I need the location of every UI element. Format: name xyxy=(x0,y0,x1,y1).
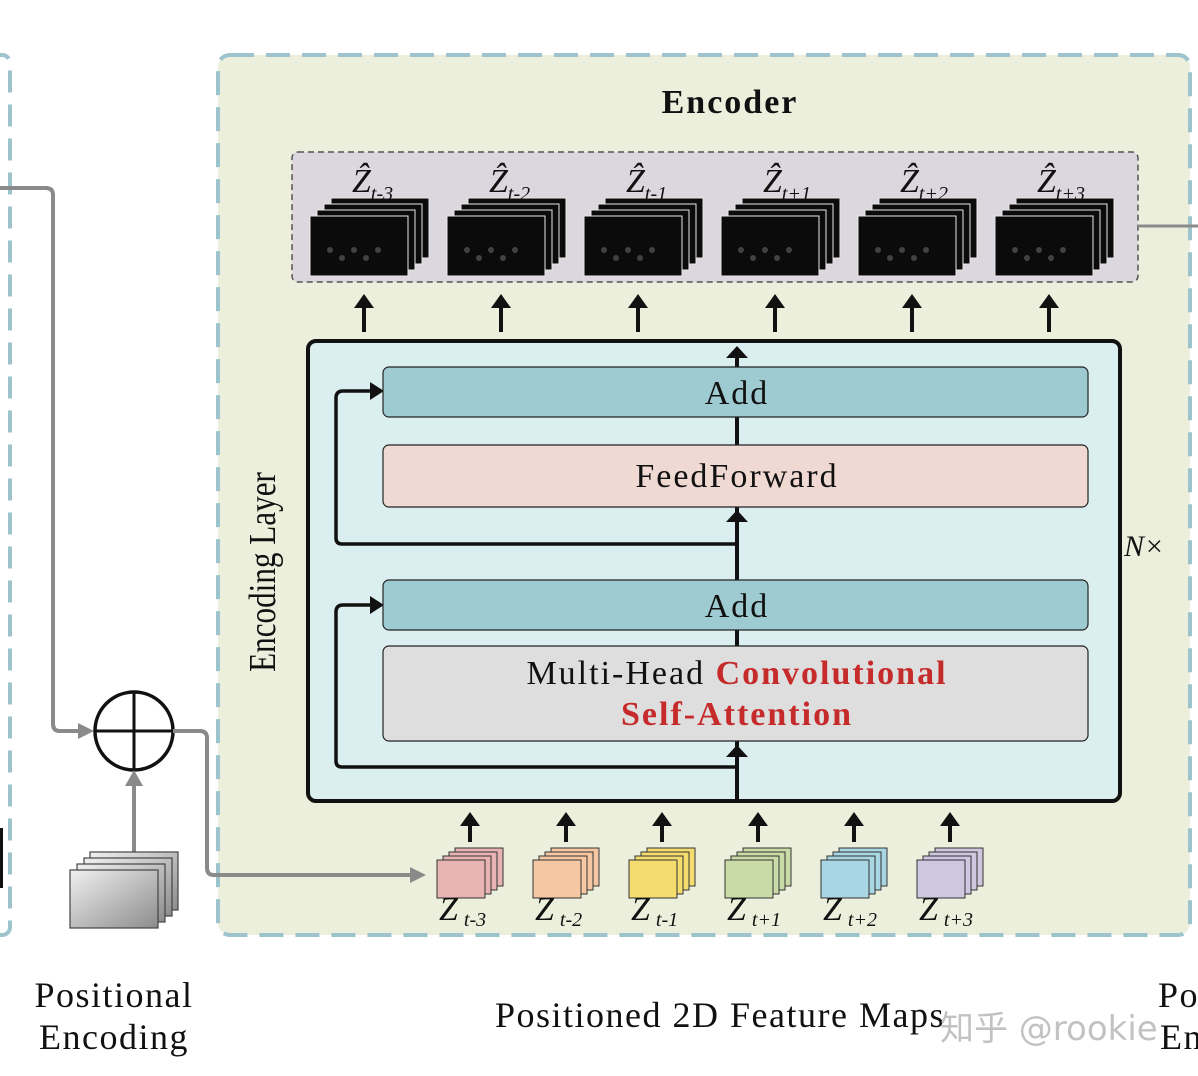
output-arrow-6 xyxy=(1039,294,1059,332)
flow-arrowhead-ff xyxy=(726,510,748,522)
output-label-2: Ẑt-2 xyxy=(489,163,530,205)
connector-arrowhead-left xyxy=(78,723,94,739)
positional-encoding-label-line2: Encoding xyxy=(39,1017,189,1057)
left-panel-fragment xyxy=(0,828,3,888)
output-map-3: Ẑt-1 xyxy=(583,163,704,277)
output-map-5: Ẑt+2 xyxy=(857,163,978,277)
flow-arrowhead-top xyxy=(726,346,748,358)
left-input-connector xyxy=(0,186,80,733)
output-label-5: Ẑt+2 xyxy=(900,163,948,205)
output-arrow-5 xyxy=(902,294,922,332)
feedforward-block-label: FeedForward xyxy=(635,458,838,495)
add-block-bottom-label: Add xyxy=(705,588,770,625)
attention-block-line2: Self-Attention xyxy=(621,696,853,733)
encoding-layer-label: Encoding Layer xyxy=(241,472,284,672)
output-arrow-2 xyxy=(491,294,511,332)
add-block-bottom xyxy=(382,579,1089,631)
output-arrow-3 xyxy=(628,294,648,332)
output-label-3: Ẑt-1 xyxy=(626,163,667,205)
output-arrow-1 xyxy=(354,294,374,332)
attention-label-plain: Multi-Head xyxy=(526,655,715,692)
residual-connection-bottom xyxy=(334,603,737,769)
right-cut-label-line1: Po xyxy=(1158,975,1198,1015)
output-arrow-4 xyxy=(765,294,785,332)
add-block-top xyxy=(382,366,1089,418)
right-cut-label-line2: En xyxy=(1160,1017,1198,1057)
add-block-top-label: Add xyxy=(705,375,770,412)
attention-block xyxy=(382,645,1089,742)
output-feature-maps: Ẑt-3 Ẑt-2 Ẑt-1 Ẑt+1 Ẑt+2 Ẑt+3 xyxy=(309,163,1115,277)
connector-arrowhead-right xyxy=(410,867,426,883)
output-arrows xyxy=(354,294,1059,332)
positional-encoding-stack-icon xyxy=(69,851,179,929)
repeat-label: N× xyxy=(1123,530,1164,563)
output-map-6: Ẑt+3 xyxy=(994,163,1115,277)
output-label-1: Ẑt-3 xyxy=(352,163,393,205)
output-map-2: Ẑt-2 xyxy=(446,163,567,277)
encoder-title: Encoder xyxy=(662,84,799,121)
output-label-4: Ẑt+1 xyxy=(763,163,811,205)
connector-arrowhead-up xyxy=(125,770,143,786)
flow-arrowhead-attn xyxy=(726,745,748,757)
attention-block-line1: Multi-Head Convolutional xyxy=(526,655,947,692)
attention-label-red: Convolutional xyxy=(716,655,948,692)
watermark: 知乎 @rookie xyxy=(940,1009,1158,1049)
left-panel-border xyxy=(0,53,12,937)
sum-to-inputs-connector xyxy=(173,729,412,877)
feature-maps-label: Positioned 2D Feature Maps xyxy=(495,995,945,1035)
residual-arrowhead-top xyxy=(370,382,384,400)
positional-encoding-label-line1: Positional xyxy=(34,975,193,1015)
residual-arrowhead-bottom xyxy=(370,596,384,614)
output-map-1: Ẑt-3 xyxy=(309,163,430,277)
output-map-4: Ẑt+1 xyxy=(720,163,841,277)
feedforward-block xyxy=(382,444,1089,508)
output-label-6: Ẑt+3 xyxy=(1037,163,1085,205)
residual-connection-top xyxy=(334,389,737,546)
